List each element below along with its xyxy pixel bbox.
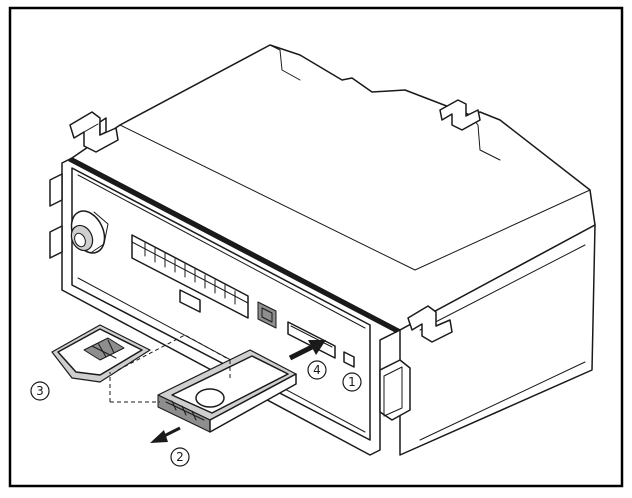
mounting-bracket-left (69, 111, 119, 153)
callout-3: 3 (30, 381, 50, 401)
antenna-connector (70, 210, 109, 254)
callout-2-label: 2 (176, 450, 184, 464)
insert-arrow (288, 340, 326, 361)
callout-4-label: 4 (313, 363, 321, 377)
alignment-guides (109, 334, 231, 403)
callout-3-label: 3 (36, 384, 44, 398)
pull-arrow (150, 426, 181, 443)
callout-2: 2 (170, 447, 190, 467)
callout-1: 1 (342, 372, 362, 392)
sim-card (51, 324, 151, 383)
callout-1-label: 1 (348, 375, 356, 389)
mounting-bracket-right (407, 305, 453, 343)
figure-frame (8, 6, 624, 488)
callout-4: 4 (307, 360, 327, 380)
connector-strip (131, 234, 249, 319)
card-tray (157, 349, 297, 433)
small-jack (257, 301, 277, 329)
eject-button (343, 351, 355, 368)
mounting-bracket-top (439, 99, 481, 131)
